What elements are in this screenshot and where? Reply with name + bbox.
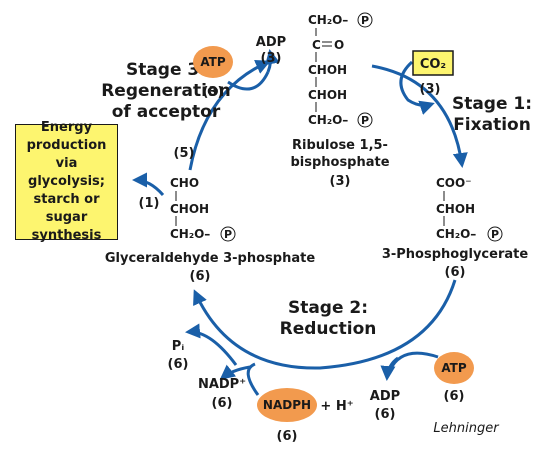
pi-out-arrow	[185, 323, 238, 366]
co2-box	[412, 50, 454, 76]
stage3-title-line1: Stage 3:	[126, 60, 206, 80]
adp-bottom-count: (6)	[375, 407, 396, 422]
stage1-title-line2: Fixation	[453, 115, 531, 135]
energy-box-line: via glycolysis;	[28, 156, 105, 189]
phosphate-label: P	[361, 14, 369, 27]
stage3-title-line2: Regeneration	[101, 81, 231, 101]
g3p-c3: CH₂O–	[170, 227, 210, 241]
adp-bottom-out-arrow	[380, 356, 399, 381]
plus-h-label: + H⁺	[320, 399, 353, 414]
reduction-arc	[193, 279, 457, 370]
atp-in-arrow	[227, 71, 270, 91]
atp-bottom-label: ATP	[441, 361, 467, 375]
adp-out-arrow	[264, 49, 280, 73]
stage3-title-line3: of acceptor	[112, 102, 221, 122]
phosphate-label: P	[361, 114, 369, 127]
phosphoglycerate-structure: COO⁻ CHOH CH₂O– P 3-Phosphoglycerate (6)	[382, 176, 529, 280]
atp-bottom-in-arrow	[388, 351, 439, 371]
adp-bottom-label: ADP	[370, 389, 400, 404]
energy-box-line: synthesis	[31, 228, 102, 243]
pi-count: (6)	[168, 357, 189, 372]
co2-label: CO₂	[420, 57, 446, 72]
ribulose-c1: CH₂O–	[308, 13, 348, 27]
ribulose-c3: CHOH	[308, 63, 347, 77]
adp-top-count: (3)	[261, 51, 282, 66]
nadp-label: NADP⁺	[198, 377, 246, 392]
ribulose-c2: C	[312, 38, 321, 52]
export-arrow	[132, 172, 165, 196]
pg-count: (6)	[445, 265, 466, 280]
nadph-badge	[257, 388, 317, 422]
ribulose-structure: CH₂O– P C O CHOH CHOH CH₂O– P Ribulose 1…	[290, 12, 390, 189]
g3p-count: (6)	[190, 269, 211, 284]
atp-bottom-count: (6)	[444, 389, 465, 404]
phosphate-circle	[220, 226, 236, 242]
phosphate-circle	[357, 12, 373, 28]
stage2-title-line1: Stage 2:	[288, 298, 368, 318]
pg-c2: CHOH	[436, 202, 475, 216]
g3p-structure: CHO CHOH CH₂O– P Glyceraldehyde 3-phosph…	[105, 176, 315, 284]
nadp-out-arrow	[219, 364, 251, 380]
energy-box-line: starch or	[33, 192, 100, 207]
atp-top-count: (3)	[203, 85, 224, 100]
ribulose-count: (3)	[330, 174, 351, 189]
atp-top-badge	[193, 46, 233, 78]
regeneration-count: (5)	[174, 146, 195, 161]
energy-box-line: Energy	[40, 120, 93, 135]
pg-c3: CH₂O–	[436, 227, 476, 241]
nadph-in-arrow	[246, 362, 260, 396]
stage2-title-line2: Reduction	[280, 319, 377, 339]
regeneration-arc	[188, 60, 271, 171]
co2-in-arrow	[399, 60, 435, 115]
cycle-arrows	[132, 49, 468, 396]
g3p-c2: CHOH	[170, 202, 209, 216]
atp-top-label: ATP	[200, 55, 226, 69]
export-count: (1)	[139, 196, 160, 211]
nadph-label: NADPH	[263, 398, 311, 412]
phosphate-label: P	[491, 228, 499, 241]
pi-label: Pᵢ	[172, 339, 185, 354]
adp-top-label: ADP	[256, 35, 286, 50]
ribulose-name-line2: bisphosphate	[290, 155, 389, 170]
stage1-title-line1: Stage 1:	[452, 94, 532, 114]
co2-count: (3)	[420, 82, 441, 97]
energy-box-line: production	[26, 138, 107, 153]
ribulose-c2-oxygen: O	[334, 38, 344, 52]
energy-box-line: sugar	[45, 210, 88, 225]
credit-label: Lehninger	[433, 421, 500, 436]
ribulose-c5: CH₂O–	[308, 113, 348, 127]
nadp-count: (6)	[212, 396, 233, 411]
phosphate-circle	[487, 226, 503, 242]
energy-production-box: Energy production via glycolysis; starch…	[15, 120, 118, 243]
pg-c1: COO⁻	[436, 176, 472, 190]
ribulose-c4: CHOH	[308, 88, 347, 102]
ribulose-name-line1: Ribulose 1,5-	[292, 138, 388, 153]
g3p-name: Glyceraldehyde 3-phosphate	[105, 251, 315, 266]
atp-bottom-badge	[434, 352, 474, 384]
g3p-c1: CHO	[170, 176, 199, 190]
phosphate-circle	[357, 112, 373, 128]
phosphate-label: P	[224, 228, 232, 241]
fixation-arc	[371, 64, 468, 168]
nadph-count: (6)	[277, 429, 298, 444]
pg-name: 3-Phosphoglycerate	[382, 247, 529, 262]
